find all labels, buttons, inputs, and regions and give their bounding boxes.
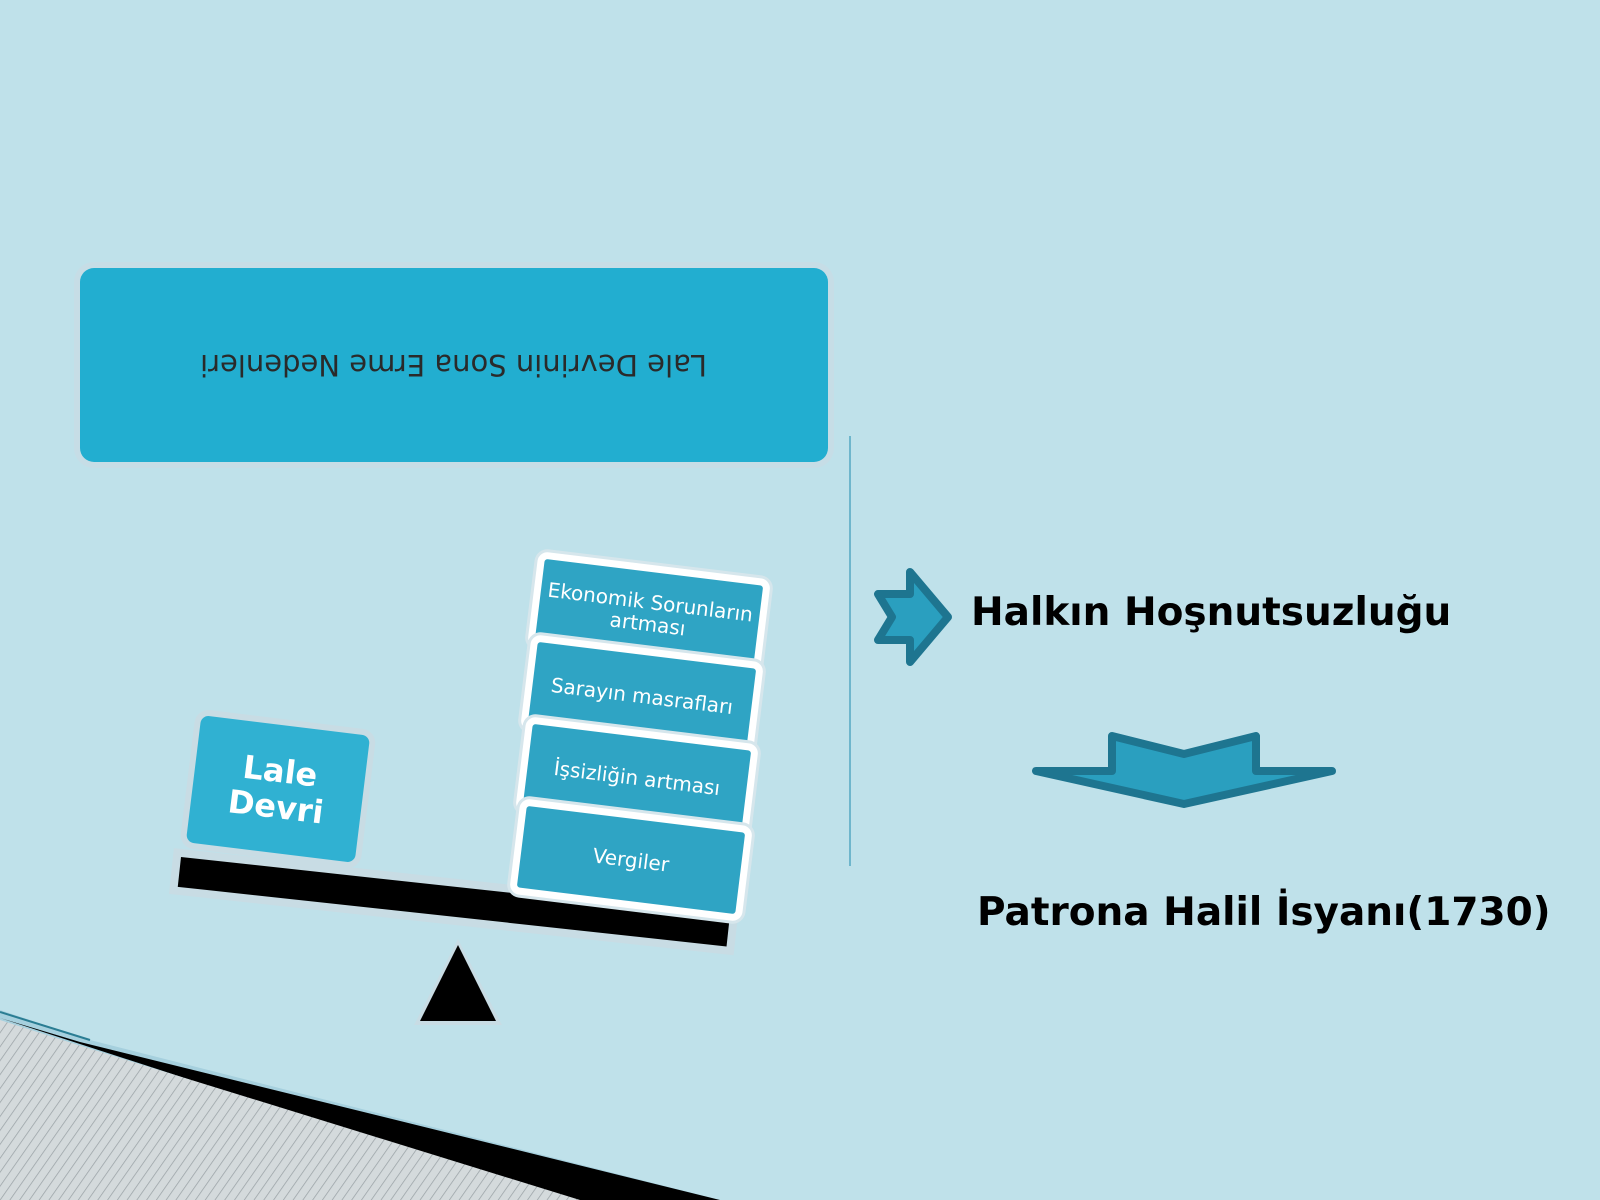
title-box: Lale Devrinin Sona Erme Nedenleri <box>80 268 828 462</box>
cause-label: Sarayın masrafları <box>549 672 735 720</box>
outcome-patrona-halil: Patrona Halil İsyanı(1730) <box>977 890 1551 935</box>
cause-label: İşsizliğin artması <box>552 755 722 801</box>
cause-label: Vergiler <box>591 843 671 877</box>
title-text: Lale Devrinin Sona Erme Nedenleri <box>200 348 708 382</box>
lale-devri-block: Lale Devri <box>185 715 371 863</box>
outcome-discontent: Halkın Hoşnutsuzluğu <box>971 590 1452 635</box>
down-chevron-arrow-icon <box>1032 732 1336 808</box>
seesaw-fulcrum-icon <box>414 939 502 1025</box>
right-chevron-arrow-icon <box>874 568 952 666</box>
vertical-divider <box>849 436 851 866</box>
cause-label: Ekonomik Sorunların artması <box>546 577 755 641</box>
